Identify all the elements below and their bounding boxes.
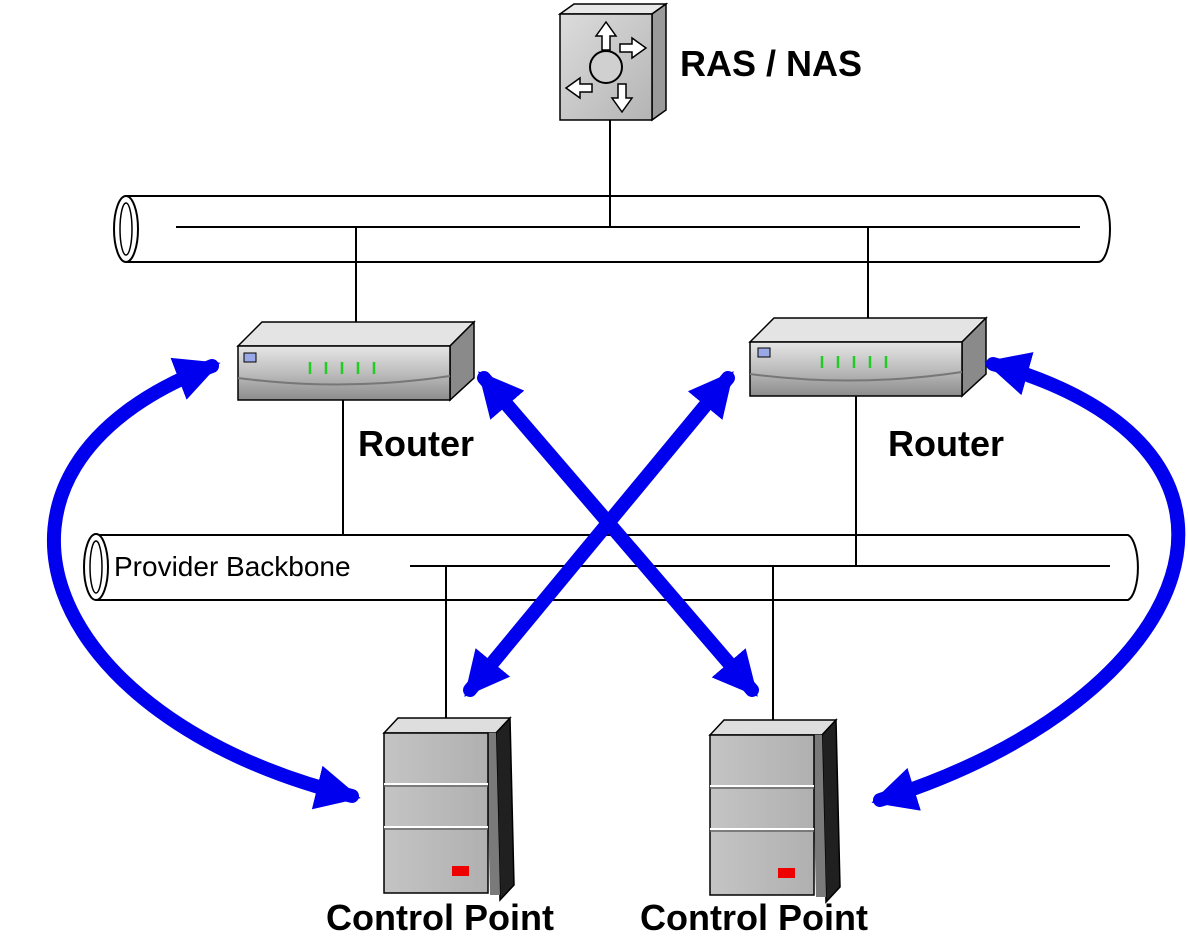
- backbone-label: Provider Backbone: [114, 551, 351, 582]
- router-right-label: Router: [888, 423, 1004, 464]
- ras-nas-device[interactable]: RAS / NAS: [557, 2, 862, 122]
- switch-icon: [557, 2, 669, 122]
- router-left-label: Router: [358, 423, 474, 464]
- provider-backbone-bus: Provider Backbone: [83, 533, 1139, 601]
- arrows: [46, 352, 1186, 811]
- arrow-right-router-to-left-control-point: [463, 371, 735, 697]
- control-point-left-label: Control Point: [326, 897, 554, 938]
- arrow-left-router-to-left-control-point: [46, 357, 361, 810]
- top-bus: [113, 195, 1111, 263]
- control-point-right-label: Control Point: [640, 897, 868, 938]
- router-right[interactable]: Router: [748, 316, 1004, 464]
- control-point-left[interactable]: Control Point: [326, 716, 554, 938]
- server-tower-icon: [382, 716, 515, 902]
- arrow-right-router-to-right-control-point: [871, 352, 1186, 811]
- router-icon: [236, 320, 476, 402]
- ras-nas-label: RAS / NAS: [680, 43, 862, 84]
- router-left[interactable]: Router: [236, 320, 476, 464]
- control-point-right[interactable]: Control Point: [640, 718, 868, 938]
- router-icon: [748, 316, 988, 398]
- server-tower-icon: [708, 718, 841, 904]
